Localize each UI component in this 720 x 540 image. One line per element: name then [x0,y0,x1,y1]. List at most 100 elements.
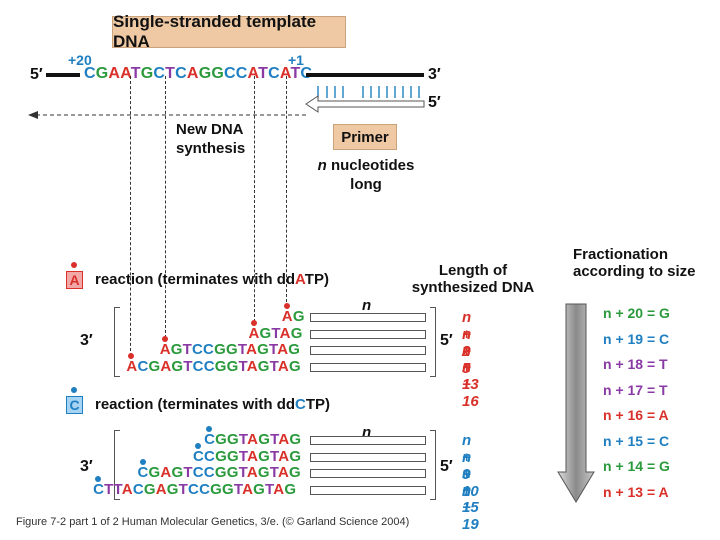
a-reaction-tag: A [66,271,83,289]
a-reaction-text: reaction (terminates with dd [95,271,296,288]
a-primer-bar [310,346,426,355]
a-fragment-sequence: AG [282,309,305,325]
a-fragment-base: G [170,341,183,358]
a-terminator-dot [161,336,168,342]
c-fragment-base: G [257,464,270,481]
primer-length-label: n nucleotides long [316,156,416,194]
fractionation-row: n + 16 = A [603,407,669,423]
fractionation-row: n + 20 = G [603,305,670,321]
c-fragment-base: C [188,480,200,498]
a-right-bracket [430,307,436,377]
c-fragment-base: T [178,480,189,498]
c-length: n + 9 [462,432,472,483]
a-n-label: n [362,297,372,314]
template-base: C [235,65,248,82]
c-fragment-base: G [289,464,301,481]
a-primer-bar [310,329,426,339]
fractionation-row: n + 19 = C [603,330,670,347]
c-terminator-dot [139,459,146,465]
c-5prime: 5′ [440,458,453,475]
a-fragment-base: A [248,324,260,342]
c-fragment-base: G [258,447,271,465]
c-primer-bar [310,469,426,478]
template-base: A [108,65,121,82]
c-reaction-suffix: TP) [305,396,331,413]
c-fragment-base: A [247,447,259,465]
c-fragment-base: T [270,431,279,448]
c-fragment-base: A [273,480,285,498]
fractionation-title-2: according to size [573,263,696,280]
c-fragment-base: A [160,464,172,481]
length-label-2: synthesized DNA [411,279,535,296]
a-fragment-base: G [214,341,226,358]
fractionation-row: n + 18 = T [603,356,668,372]
template-left-line [46,73,80,77]
figure-caption: Figure 7-2 part 1 of 2 Human Molecular G… [16,516,410,528]
a-length: n + 16 [462,358,479,410]
c-fragment-sequence: CTTACGAGTCCGGTAGTAG [93,480,296,498]
c-fragment-base: G [214,464,227,481]
c-fragment-base: G [222,480,234,498]
c-fragment-base: C [192,464,204,481]
c-fragment-base: C [137,464,149,481]
template-base: C [268,65,280,82]
primer-nucleotides: nucleotides [330,157,415,174]
a-fragment-sequence: AGTAG [248,324,303,342]
template-base: G [140,65,154,82]
a-fragment-base: T [271,324,280,342]
c-fragment-base: G [289,447,302,465]
c-fragment-base: T [113,480,122,498]
template-base: C [175,65,187,82]
template-base: A [247,65,259,82]
guide-line-1 [130,76,131,356]
template-base: A [279,65,291,82]
c-fragment-sequence: CCGGTAGTAG [193,447,302,465]
c-left-bracket [114,430,120,500]
a-fragment-base: A [277,341,289,358]
a-fragment-base: G [290,324,303,342]
c-fragment-base: G [215,431,228,448]
template-base: T [258,65,269,82]
a-fragment-base: A [279,324,291,342]
primer-arrow [305,95,425,113]
template-sequence: CGAATGCTCAGGCCATCATC [84,66,312,82]
a-reaction-label: reaction (terminates with ddATP) [95,271,329,288]
guide-line-4 [286,76,287,302]
a-fragment-base: G [288,357,301,375]
c-fragment-base: G [289,431,302,448]
a-fragment-base: G [259,324,272,342]
c-fragment-base: G [210,480,222,498]
a-fragment-base: T [238,357,247,375]
c-fragment-base: G [227,431,239,448]
a-length: n + 2 [462,309,472,360]
c-n-label: n [362,424,372,441]
template-base: T [130,65,141,82]
c-fragment-base: A [155,480,167,498]
c-fragment-base: A [242,480,254,498]
c-right-bracket [430,430,436,500]
a-fragment-base: C [191,341,204,358]
template-right-line [306,73,424,77]
a-fragment-base: G [288,341,301,358]
template-base: C [153,65,166,82]
primer-long: long [350,176,382,193]
template-title: Single-stranded template DNA [113,12,317,51]
template-base: C [224,65,236,82]
primer-label: Primer [341,128,389,146]
new-synthesis-label: New DNA synthesis [176,120,245,158]
primer-n: n [317,157,327,174]
guide-line-3 [254,76,255,322]
c-reaction-text: reaction (terminates with dd [95,396,296,413]
a-fragment-base: C [203,357,215,375]
a-fragment-base: A [281,308,293,325]
template-base: C [84,65,96,82]
a-left-bracket [114,307,120,377]
a-reaction-nucleotide: A [295,271,305,288]
primer-box: Primer [333,124,397,150]
c-fragment-base: G [148,464,161,481]
fractionation-row: n + 14 = G [603,458,670,474]
c-reaction-tag: C [66,396,83,414]
c-fragment-base: C [132,480,144,498]
c-fragment-base: G [166,480,179,498]
a-fragment-base: G [148,357,161,375]
